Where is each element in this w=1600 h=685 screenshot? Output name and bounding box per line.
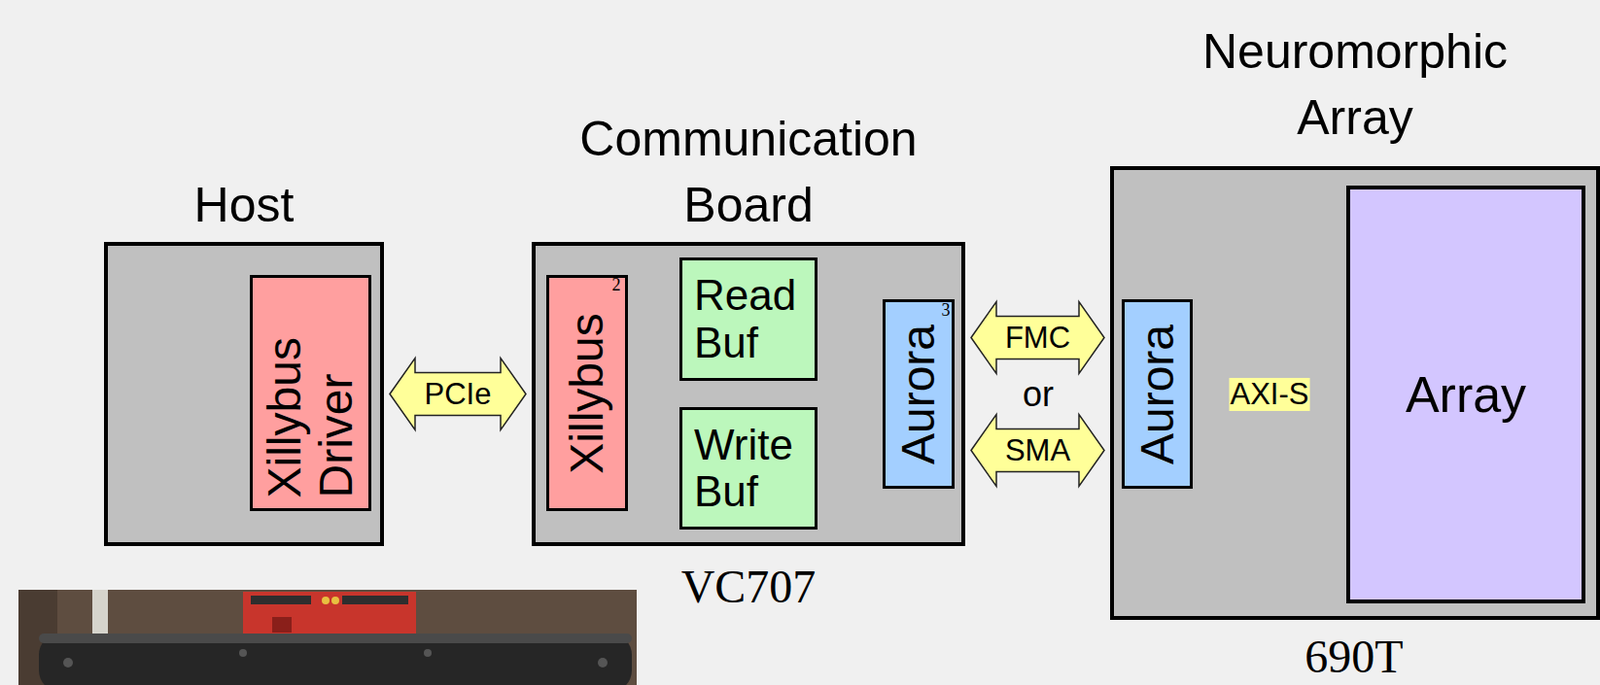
block-label: Xillybus [561, 286, 614, 501]
block-label: Read Buf [682, 268, 815, 371]
photo-chassis [38, 633, 632, 685]
photo-part [331, 596, 340, 605]
block-label: Aurora [893, 307, 945, 483]
array-board: Neuromorphic ArrayAuroraArray [1110, 166, 1600, 621]
board-heading: Host [137, 173, 351, 240]
photo-part [272, 617, 292, 633]
bus-label: FMC [1004, 320, 1072, 354]
photo-chassis-edge [38, 633, 632, 644]
array-core: Array [1346, 185, 1586, 604]
bus-arrow-shape [971, 302, 1105, 375]
block-label: Write Buf [682, 417, 815, 521]
footnote-number: 3 [941, 301, 951, 321]
driver-block: Xillybus Driver [249, 275, 372, 512]
photo-screw [63, 658, 73, 668]
or-label: or [1022, 375, 1054, 415]
bus-arrow [971, 415, 1105, 487]
photo-connector [342, 595, 409, 605]
board-box: Communication BoardXillybusRead BufWrite… [531, 242, 966, 547]
photo-connector [250, 595, 312, 605]
block-label: Array [1350, 189, 1582, 600]
xillybus-block: Xillybus [546, 275, 628, 512]
board-name: VC707 [681, 561, 817, 614]
photo-screw [423, 649, 432, 658]
bus-label: SMA [1004, 433, 1072, 467]
aurora-block: Aurora [1121, 299, 1193, 489]
bus-arrow [389, 358, 526, 431]
bus-label: PCIe [423, 377, 493, 411]
bus-arrow [971, 302, 1105, 375]
bus-label: AXI-S [1229, 377, 1311, 411]
bus-arrow-shape [971, 415, 1105, 487]
photo-part [321, 596, 330, 605]
buffer-box: Read Buf [679, 257, 818, 382]
board-heading: Neuromorphic Array [1180, 19, 1531, 151]
photo-screw [239, 649, 247, 658]
board-heading: Communication Board [554, 106, 943, 239]
block-label: Xillybus Driver [259, 288, 363, 498]
board-name: 690T [1304, 631, 1403, 684]
aurora-block: Aurora [882, 299, 955, 489]
bus-arrow-shape [389, 358, 526, 431]
block-label: Aurora [1131, 307, 1183, 483]
buffer-box: Write Buf [679, 407, 818, 530]
photo-screw [597, 658, 608, 668]
footnote-number: 2 [612, 276, 622, 296]
host-box: HostXillybus Driver [104, 242, 384, 547]
